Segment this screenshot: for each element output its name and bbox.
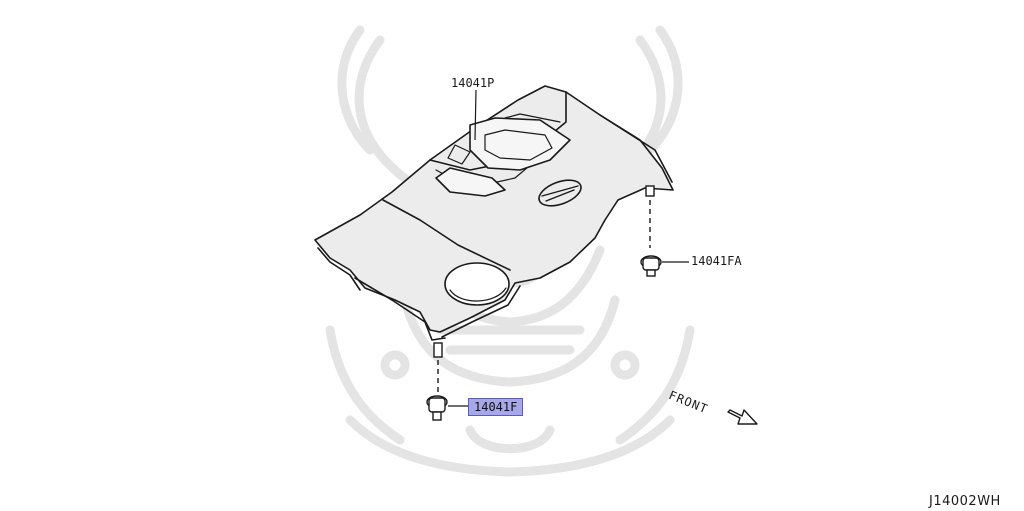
grommet-right [640, 185, 662, 277]
callout-14041p: 14041P [451, 76, 495, 90]
diagram-code: J14002WH [929, 494, 1001, 509]
callout-14041f[interactable]: 14041F [468, 398, 524, 416]
front-arrow-icon [727, 409, 758, 425]
leader-line-14041p [474, 89, 477, 141]
grommet-left [426, 342, 448, 421]
engine-cover [314, 85, 674, 341]
callout-14041fa: 14041FA [691, 254, 742, 268]
